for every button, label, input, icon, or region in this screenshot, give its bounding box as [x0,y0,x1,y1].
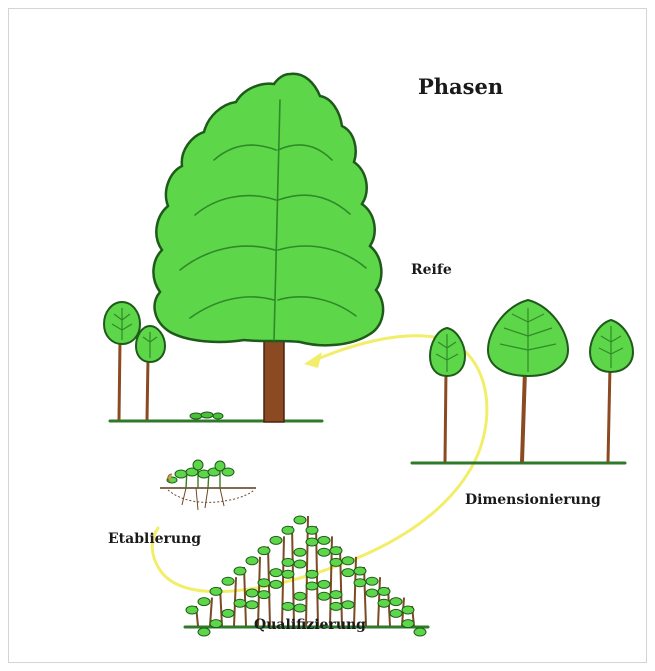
dimension-tree-3 [590,320,633,462]
sapling-leaf [330,591,342,599]
sapling-leaf [306,570,318,578]
mature-tree-crown [153,74,383,345]
small-tree-left-2 [136,326,165,420]
sapling-leaf [306,538,318,546]
dimension-tree-1 [430,328,465,462]
sapling-leaf [378,599,390,607]
mature-tree-trunk [264,338,284,422]
sapling-leaf [318,536,330,544]
sapling-leaf [222,577,234,585]
sapling-leaf [294,592,306,600]
sapling-leaf [198,598,210,606]
sapling-leaf [294,560,306,568]
diagram-title: Phasen [418,74,503,99]
sapling-leaf [270,569,282,577]
sapling-leaf [366,577,378,585]
cycle-arrowhead-icon [304,352,322,368]
sapling-leaf [282,602,294,610]
sapling-leaf [186,606,198,614]
phase-label-reife: Reife [411,262,452,278]
sapling-leaf [258,579,270,587]
sapling-leaf [342,601,354,609]
sapling-stem [282,536,284,626]
sapling-leaf [294,548,306,556]
phase-label-qualifizierung: Qualifizierung [254,617,366,633]
sapling-leaf [282,558,294,566]
sapling-leaf [282,570,294,578]
small-ground-plants [190,412,223,419]
sapling-leaf [258,547,270,555]
sapling-leaf [366,589,378,597]
sapling-leaf [210,620,222,628]
sapling-stem [268,547,270,626]
sapling-leaf [222,609,234,617]
phase-label-etablierung: Etablierung [108,531,201,547]
sapling-leaf [198,628,210,636]
sapling-leaf [378,587,390,595]
sapling-leaf [270,536,282,544]
sapling-leaf [402,620,414,628]
etablierung-seedlings [160,460,256,510]
phase-label-dimensionierung: Dimensionierung [465,492,601,508]
sapling-leaf [342,557,354,565]
mature-tree [153,74,383,422]
sapling-leaf [318,580,330,588]
sapling-leaf [258,591,270,599]
sapling-leaf [282,526,294,534]
sapling-leaf [294,516,306,524]
sapling-leaf [234,599,246,607]
sapling-leaf [402,606,414,614]
sapling-leaf [330,547,342,555]
sapling-leaf [246,601,258,609]
sapling-leaf [390,609,402,617]
sapling-leaf [354,579,366,587]
sapling-leaf [390,598,402,606]
sapling-leaf [246,557,258,565]
sapling-stem [244,567,246,626]
small-tree-left-1 [104,302,140,420]
sapling-leaf [306,526,318,534]
sapling-leaf [330,602,342,610]
sapling-leaf [318,548,330,556]
dimension-tree-2 [488,300,568,462]
sapling-stem [354,557,356,626]
sapling-leaf [414,628,426,636]
sapling-leaf [342,569,354,577]
sapling-stem [340,547,342,626]
sapling-leaf [354,567,366,575]
sapling-leaf [210,587,222,595]
sapling-leaf [330,558,342,566]
sapling-leaf [294,604,306,612]
sapling-leaf [306,582,318,590]
sapling-leaf [234,567,246,575]
sapling-leaf [246,589,258,597]
sapling-leaf [270,580,282,588]
sapling-leaf [318,592,330,600]
